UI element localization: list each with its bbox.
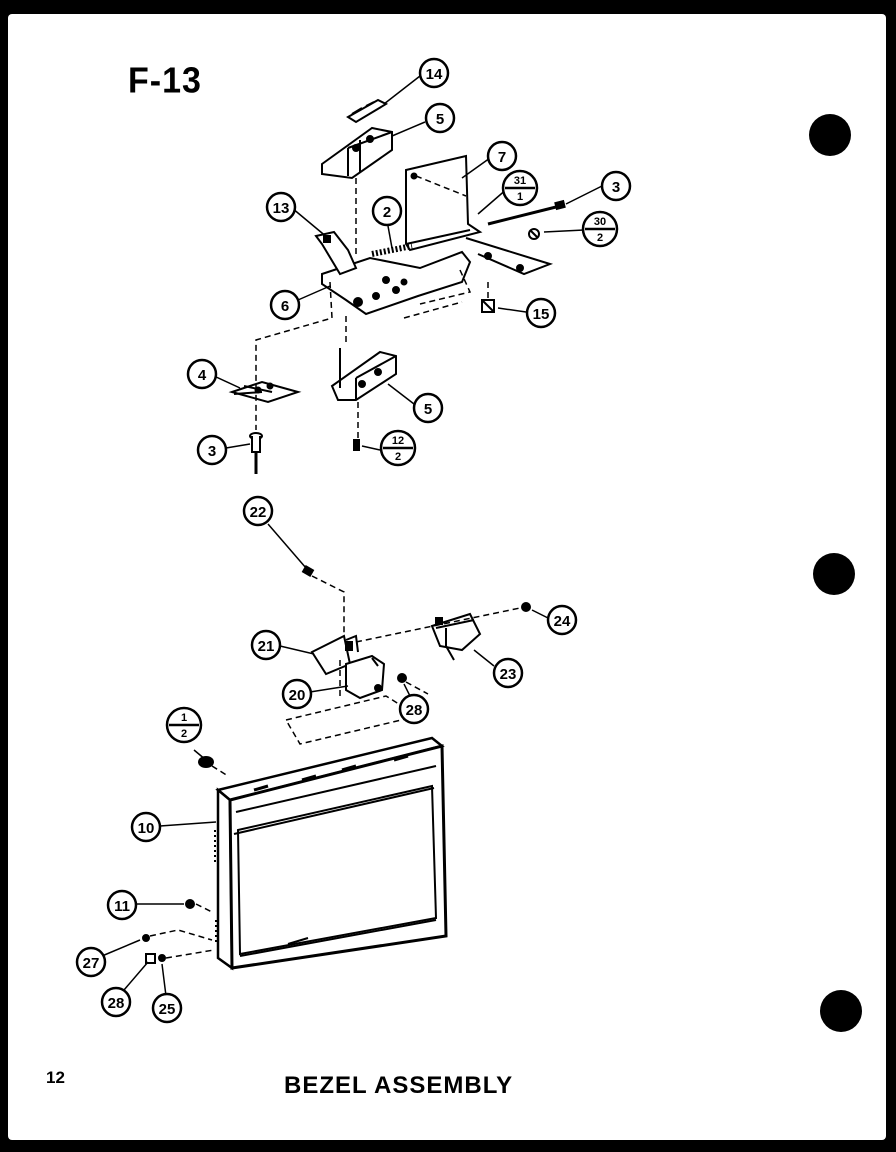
svg-text:2: 2 <box>181 728 187 740</box>
part-screw-22 <box>301 565 315 577</box>
callout-group: 14 5 7 3 13 2 6 15 4 5 3 22 24 21 23 20 … <box>75 57 632 1024</box>
callout-11: 11 <box>106 889 138 921</box>
part-plate-7 <box>405 154 554 276</box>
svg-text:3: 3 <box>208 443 216 460</box>
svg-text:25: 25 <box>159 1001 176 1018</box>
part-bolt-15 <box>481 299 495 313</box>
callout-3-top: 3 <box>600 170 632 202</box>
part-screw-30 <box>528 228 540 240</box>
callout-3-bottom: 3 <box>196 434 228 466</box>
callout-14: 14 <box>418 57 450 89</box>
part-bracket-5-bottom <box>330 348 397 401</box>
binder-hole-middle <box>813 553 855 595</box>
figure-id: F-13 <box>128 61 202 101</box>
leader-lines <box>101 75 603 997</box>
part-washer-1 <box>198 756 214 768</box>
part-clip-14 <box>346 98 389 124</box>
svg-text:13: 13 <box>273 200 290 217</box>
svg-text:3: 3 <box>612 179 620 196</box>
part-screw-25 <box>158 954 166 962</box>
part-actuator-20 <box>345 654 386 700</box>
callout-28-middle: 28 <box>398 693 430 725</box>
svg-text:20: 20 <box>289 687 306 704</box>
svg-text:30: 30 <box>594 216 606 228</box>
part-screw-27 <box>142 934 150 942</box>
callout-4: 4 <box>186 358 218 390</box>
callout-15: 15 <box>525 297 557 329</box>
svg-text:2: 2 <box>383 204 391 221</box>
callout-20: 20 <box>281 678 313 710</box>
svg-text:5: 5 <box>424 401 432 418</box>
part-screw-3-top <box>487 199 566 226</box>
callout-fraction-1-2: 1 2 <box>165 706 203 744</box>
svg-text:12: 12 <box>392 435 404 447</box>
callout-7: 7 <box>486 140 518 172</box>
svg-text:22: 22 <box>250 504 267 521</box>
svg-text:6: 6 <box>281 298 289 315</box>
svg-text:31: 31 <box>514 175 526 187</box>
svg-text:21: 21 <box>258 638 275 655</box>
assembly-lines-lower <box>149 765 229 959</box>
callout-fraction-30-2: 30 2 <box>581 210 619 248</box>
callout-5-top: 5 <box>424 102 456 134</box>
page-number: 12 <box>46 1068 65 1087</box>
svg-text:10: 10 <box>138 820 155 837</box>
svg-text:27: 27 <box>83 955 100 972</box>
svg-text:2: 2 <box>395 451 401 463</box>
callout-21: 21 <box>250 629 282 661</box>
binder-hole-bottom <box>820 990 862 1032</box>
svg-text:5: 5 <box>436 111 444 128</box>
svg-text:1: 1 <box>181 712 187 724</box>
callout-23: 23 <box>492 657 524 689</box>
svg-text:23: 23 <box>500 666 517 683</box>
part-bezel-frame-10 <box>214 736 448 971</box>
svg-text:14: 14 <box>426 66 443 83</box>
assembly-lines-upper <box>255 175 489 438</box>
svg-text:7: 7 <box>498 149 506 166</box>
callout-5-bottom: 5 <box>412 392 444 424</box>
part-spring-2 <box>371 243 413 257</box>
callout-fraction-31-1: 31 1 <box>501 169 539 207</box>
callout-24: 24 <box>546 604 578 636</box>
callout-25: 25 <box>151 992 183 1024</box>
part-screw-12 <box>353 439 360 451</box>
callout-22: 22 <box>242 495 274 527</box>
part-pin-3-bottom <box>249 432 263 474</box>
part-nut-28-lower <box>145 953 156 964</box>
part-mounting-plate-6 <box>321 250 472 316</box>
svg-text:2: 2 <box>597 232 603 244</box>
svg-text:1: 1 <box>517 191 523 203</box>
svg-text:4: 4 <box>198 367 207 384</box>
callout-10: 10 <box>130 811 162 843</box>
binder-hole-top <box>809 114 851 156</box>
callout-6: 6 <box>269 289 301 321</box>
svg-text:15: 15 <box>533 306 550 323</box>
part-hinge-13 <box>314 230 358 276</box>
figure-caption: BEZEL ASSEMBLY <box>284 1072 514 1099</box>
callout-13: 13 <box>265 191 297 223</box>
svg-text:28: 28 <box>108 995 125 1012</box>
svg-text:11: 11 <box>114 898 130 915</box>
part-bracket-5-top <box>321 126 393 180</box>
part-screw-24 <box>521 602 531 612</box>
part-nut-28-middle <box>397 673 407 683</box>
part-bracket-4 <box>228 380 302 404</box>
part-screw-11 <box>185 899 195 909</box>
svg-text:28: 28 <box>406 702 423 719</box>
callout-2: 2 <box>371 195 403 227</box>
callout-28-lower: 28 <box>100 986 132 1018</box>
callout-fraction-12-2: 12 2 <box>379 429 417 467</box>
svg-text:24: 24 <box>554 613 571 630</box>
callout-27: 27 <box>75 946 107 978</box>
